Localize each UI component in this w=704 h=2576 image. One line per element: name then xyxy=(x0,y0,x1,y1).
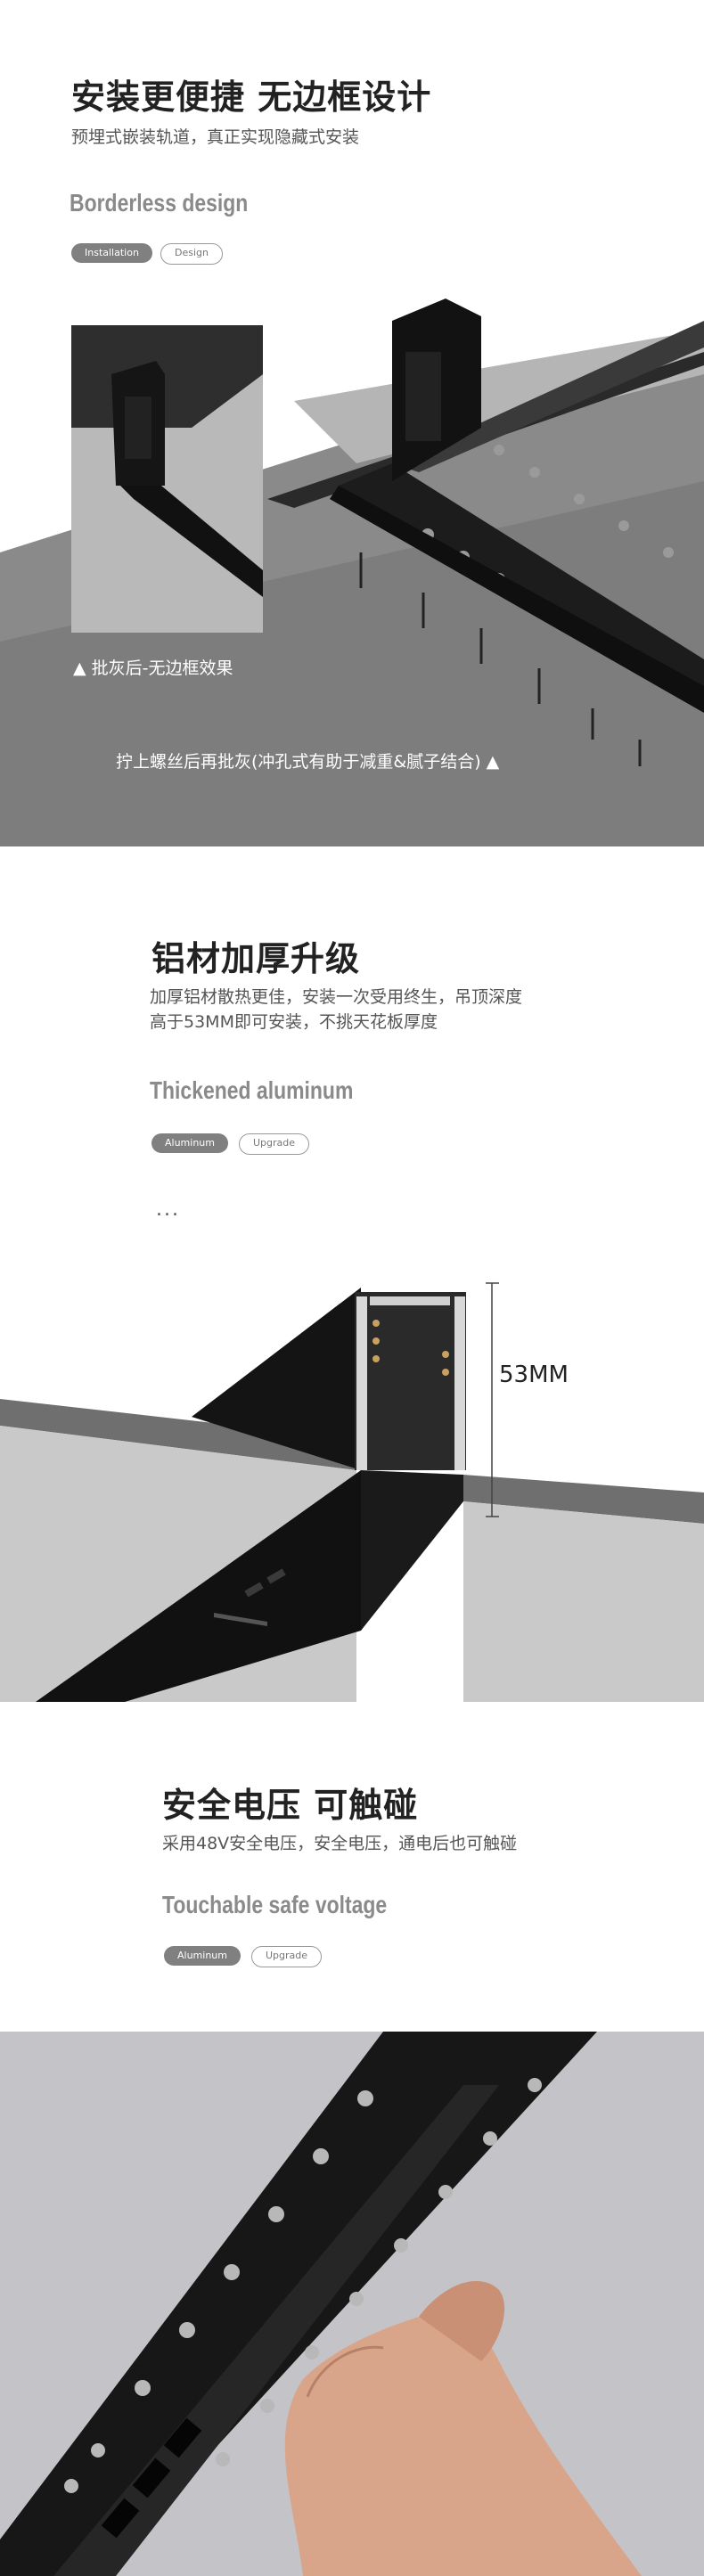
ellipsis: ... xyxy=(156,1198,180,1221)
hand xyxy=(284,2310,642,2576)
tag-aluminum: Aluminum xyxy=(164,1946,241,1966)
tag-aluminum: Aluminum xyxy=(151,1133,228,1153)
section-subtitle-line2: 高于53MM即可安装，不挑天花板厚度 xyxy=(150,1012,438,1032)
section-title: 安装更便捷 无边框设计 xyxy=(71,78,432,117)
tag-installation: Installation xyxy=(71,243,152,263)
thickened-aluminum-section: 铝材加厚升级 加厚铝材散热更佳，安装一次受用终生，吊顶深度 高于53MM即可安装… xyxy=(0,846,704,1702)
installation-illustration xyxy=(0,298,704,846)
section-title: 铝材加厚升级 xyxy=(151,939,361,978)
safe-voltage-photo xyxy=(0,2032,704,2576)
section-english-title: Thickened aluminum xyxy=(150,1076,354,1104)
section-subtitle: 采用48V安全电压，安全电压，通电后也可触碰 xyxy=(162,1834,518,1853)
section-english-title: Borderless design xyxy=(70,189,249,217)
tag-upgrade: Upgrade xyxy=(239,1133,310,1155)
section-subtitle-line1: 加厚铝材散热更佳，安装一次受用终生，吊顶深度 xyxy=(150,987,523,1007)
tag-design: Design xyxy=(160,243,223,265)
profile-section xyxy=(355,1292,466,1470)
track-holes xyxy=(64,2078,542,2493)
caption-screw: 拧上螺丝后再批灰(冲孔式有助于减重&腻子结合) ▲ xyxy=(116,752,500,772)
section-english-title: Touchable safe voltage xyxy=(162,1891,388,1918)
section-title: 安全电压 可触碰 xyxy=(162,1786,419,1825)
safe-voltage-section: 安全电压 可触碰 采用48V安全电压，安全电压，通电后也可触碰 Touchabl… xyxy=(0,1702,704,2576)
caption-effect: ▲ 批灰后-无边框效果 xyxy=(73,658,233,678)
section-subtitle: 预埋式嵌装轨道，真正实现隐藏式安装 xyxy=(71,127,360,147)
borderless-design-section: 安装更便捷 无边框设计 预埋式嵌装轨道，真正实现隐藏式安装 Borderless… xyxy=(0,0,704,846)
tag-upgrade: Upgrade xyxy=(251,1946,323,1967)
aluminum-profile-illustration xyxy=(0,1282,704,1702)
dimension-line xyxy=(486,1282,499,1517)
screws xyxy=(359,552,642,766)
dimension-label: 53MM xyxy=(499,1362,569,1388)
